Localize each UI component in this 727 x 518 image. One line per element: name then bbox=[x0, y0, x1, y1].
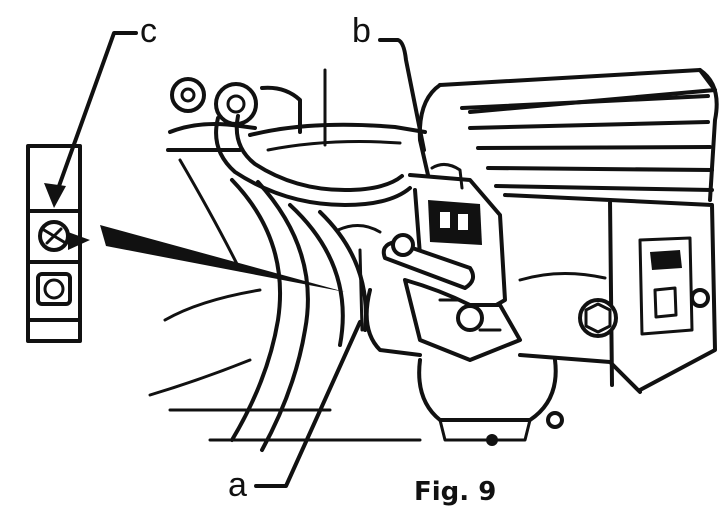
inset-screw-icon bbox=[38, 220, 90, 252]
leader-c bbox=[44, 31, 138, 208]
linkage-block bbox=[428, 200, 482, 245]
engine-block bbox=[503, 193, 717, 394]
inset-detail bbox=[26, 144, 90, 343]
carburetor-assembly bbox=[336, 163, 564, 446]
leader-a bbox=[254, 320, 362, 488]
label-a: a bbox=[228, 466, 247, 504]
bolt-icon bbox=[578, 298, 618, 338]
cylinder-fins bbox=[417, 68, 719, 202]
label-c: c bbox=[140, 12, 157, 50]
leader-b bbox=[378, 38, 426, 152]
side-bracket bbox=[638, 236, 710, 336]
inset-nut-icon bbox=[36, 272, 72, 306]
fuel-tube bbox=[214, 114, 427, 207]
frame-rails bbox=[148, 122, 422, 452]
label-b: b bbox=[352, 12, 371, 50]
pointer-arrow bbox=[100, 225, 345, 292]
figure-caption: Fig. 9 bbox=[414, 477, 496, 507]
